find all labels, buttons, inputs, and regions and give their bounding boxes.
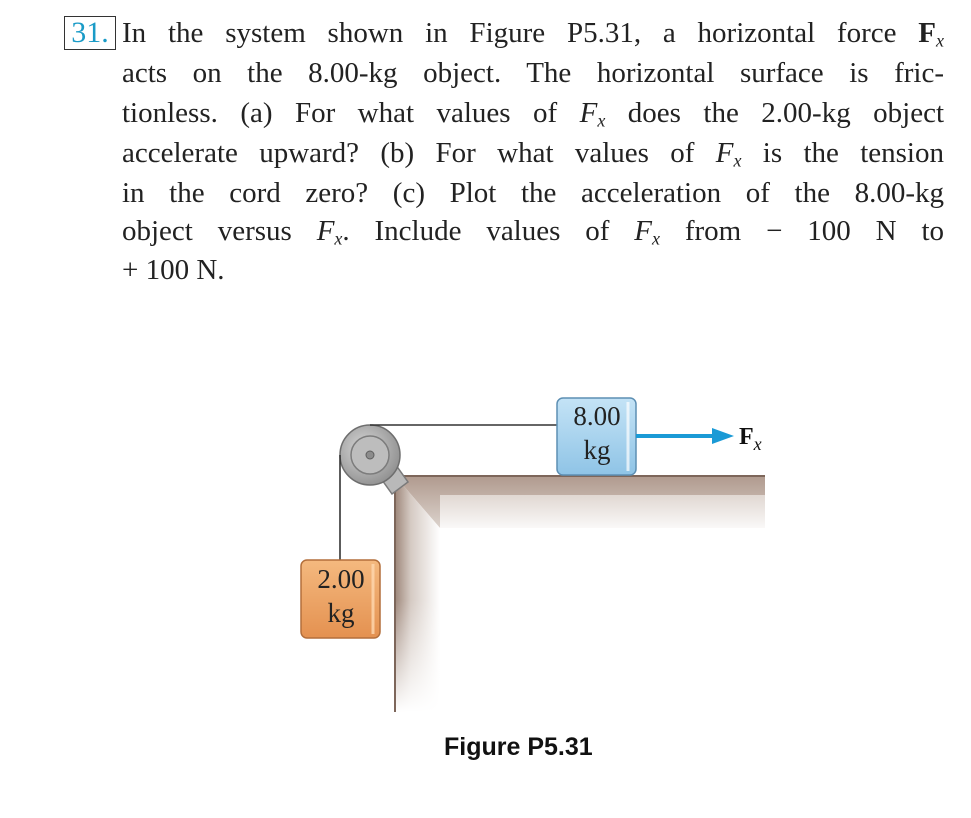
block-2kg-mass: 2.00	[317, 564, 364, 594]
block-8kg-unit: kg	[584, 435, 611, 465]
figure-caption: Figure P5.31	[444, 733, 593, 761]
problem-line-5: in the cord zero? (c) Plot the accelerat…	[122, 177, 944, 209]
block-2kg-unit: kg	[328, 598, 355, 628]
block-8kg: 8.00 kg	[556, 397, 637, 476]
problem-line-3: tionless. (a) For what values of Fx does…	[122, 97, 945, 131]
block-2kg: 2.00 kg	[300, 559, 381, 639]
cord	[339, 424, 560, 562]
problem-line-6: object versus Fx. Include values of Fx f…	[122, 215, 945, 249]
pulley	[339, 424, 401, 486]
problem-number: 31.	[64, 16, 116, 50]
force-label: Fx	[739, 424, 762, 454]
problem-line-7: + 100 N.	[122, 254, 225, 286]
table-surface	[394, 475, 765, 712]
block-8kg-mass: 8.00	[573, 401, 620, 431]
problem-text: 31. In the system shown in Figure P5.31,…	[0, 0, 971, 300]
problem-line-4: accelerate upward? (b) For what values o…	[122, 137, 944, 171]
force-arrow: Fx	[636, 424, 762, 454]
problem-line-1: In the system shown in Figure P5.31, a h…	[122, 17, 944, 51]
problem-line-2: acts on the 8.00-kg object. The horizont…	[122, 57, 944, 89]
